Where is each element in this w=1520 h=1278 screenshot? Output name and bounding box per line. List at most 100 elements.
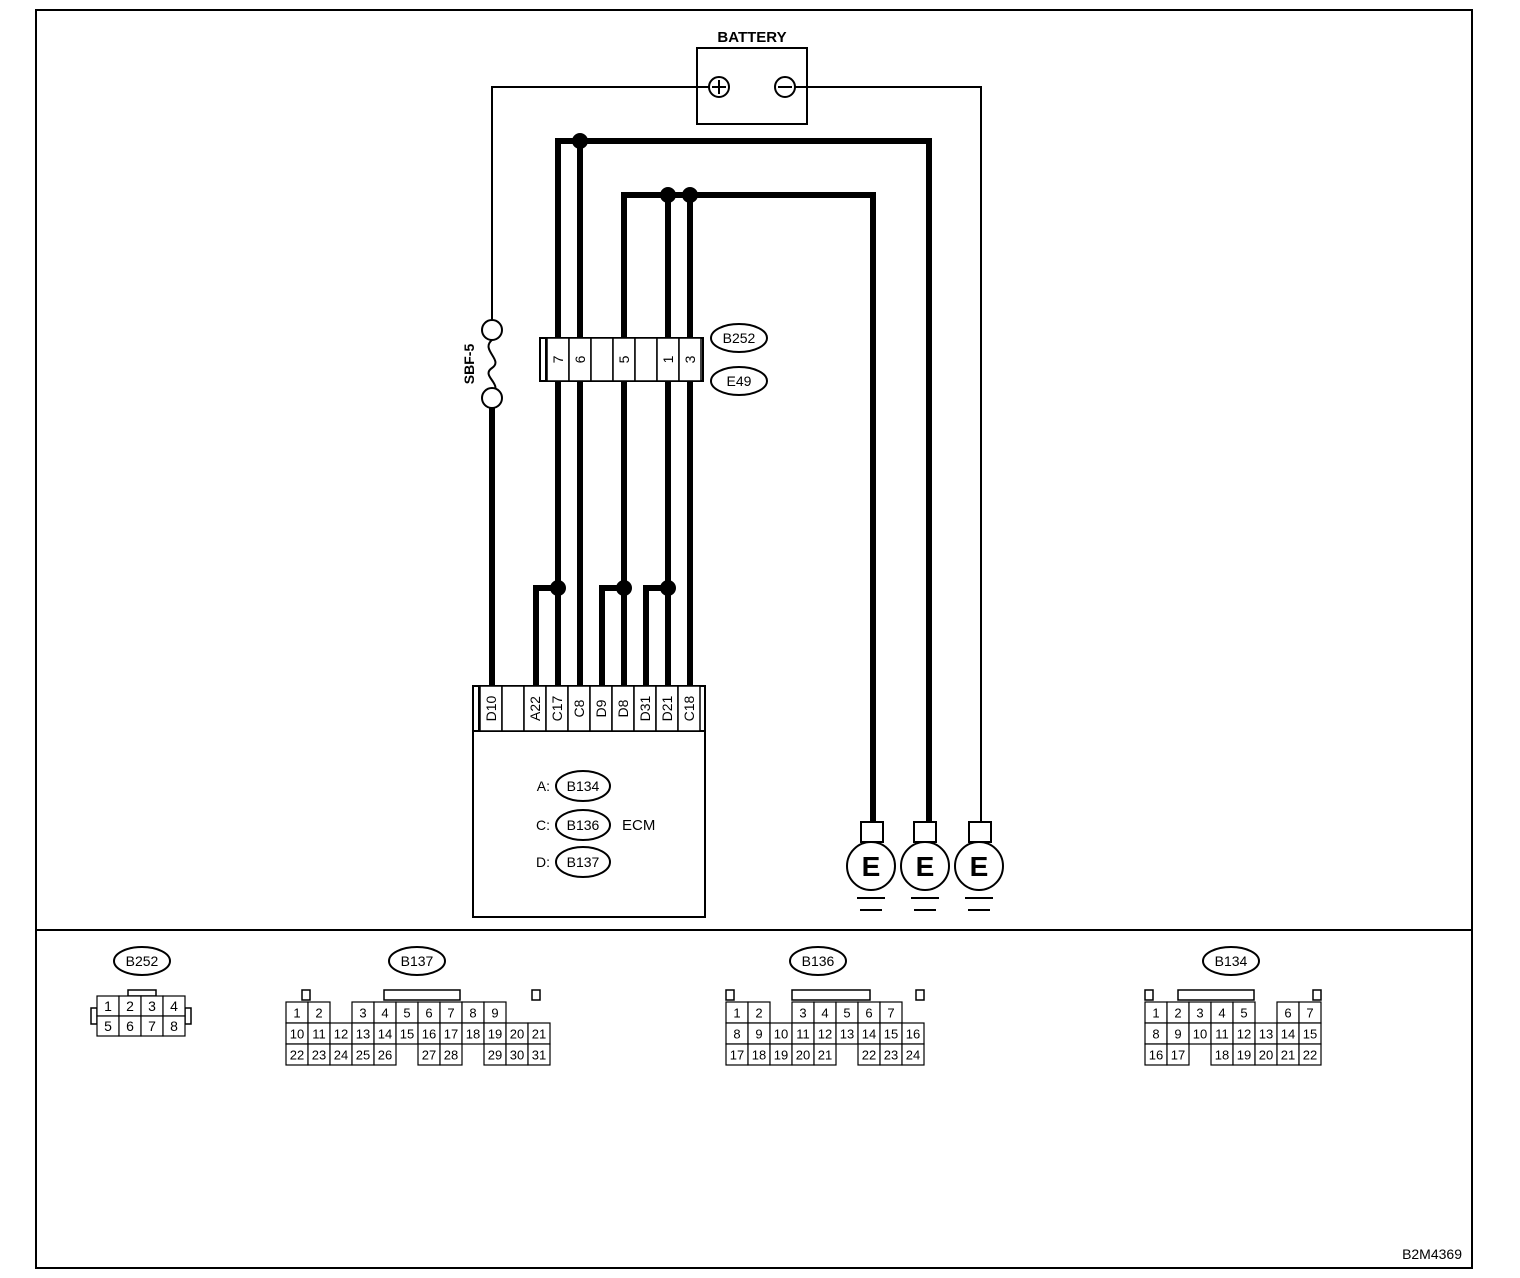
connector-id-e49: E49 [727, 373, 752, 389]
pin-number: 4 [381, 1006, 388, 1021]
pin-number: 18 [466, 1027, 480, 1042]
ground-label: E [970, 851, 989, 882]
pin-number: 21 [1281, 1048, 1295, 1063]
splice-point [660, 580, 676, 596]
pin-number: 17 [730, 1048, 744, 1063]
wire-pin5-to-ground [621, 192, 876, 822]
connector-id-badge [555, 846, 611, 878]
pin-number: 18 [752, 1048, 766, 1063]
pin-number: 6 [865, 1006, 872, 1021]
pin-number: 15 [1303, 1027, 1317, 1042]
pin-number: 11 [312, 1027, 326, 1042]
splice-point [550, 580, 566, 596]
fuse-icon [487, 339, 497, 395]
ground-2: E [900, 821, 950, 911]
pin-number: 8 [170, 1018, 178, 1034]
pin-number: 19 [774, 1048, 788, 1063]
pin-cell [527, 1043, 551, 1066]
ground-icon [954, 841, 1004, 891]
pin-number: 3 [148, 998, 156, 1014]
pin-number: 2 [126, 998, 134, 1014]
pin-number: 12 [1237, 1027, 1251, 1042]
ecm-connector-id-c: B136 [567, 817, 600, 833]
pin-cell [373, 1043, 397, 1066]
pin-number: 17 [444, 1027, 458, 1042]
wire-battery-negative-to-ground [795, 86, 982, 822]
ecm-connector-id-d: B137 [567, 854, 600, 870]
diagram-frame [35, 9, 1473, 1269]
pin-label: C18 [681, 695, 697, 721]
pin-label: D8 [615, 699, 631, 717]
pin-label: D9 [593, 699, 609, 717]
pin-number: 13 [1259, 1027, 1273, 1042]
thick-wires [489, 138, 932, 822]
pin-cell [677, 685, 701, 732]
pin-label: 5 [616, 355, 632, 363]
pin-number: 11 [1215, 1027, 1229, 1042]
pin-number: 6 [1284, 1006, 1291, 1021]
pin-cell [501, 685, 525, 732]
ecm-connector-prefix-d: D: [536, 854, 550, 870]
pin-number: 3 [799, 1006, 806, 1021]
pin-cell [634, 337, 658, 382]
pin-number: 8 [733, 1027, 740, 1042]
pin-number: 22 [1303, 1048, 1317, 1063]
pin-number: 31 [532, 1048, 546, 1063]
connector-id-badge [710, 323, 768, 353]
pin-number: 11 [796, 1027, 810, 1042]
pin-number: 26 [378, 1048, 392, 1063]
pin-number: 28 [444, 1048, 458, 1063]
fuse-sbf5: SBF-5 [461, 319, 503, 409]
wire-battery-positive-to-fuse [491, 86, 709, 320]
pin-number: 5 [104, 1018, 112, 1034]
battery-label: BATTERY [717, 29, 786, 46]
splice-point [616, 580, 632, 596]
fuse-terminal-bottom [481, 387, 503, 409]
pin-number: 4 [821, 1006, 828, 1021]
pin-number: 18 [1215, 1048, 1229, 1063]
pin-number: 12 [334, 1027, 348, 1042]
pin-number: 3 [359, 1006, 366, 1021]
pin-number: 22 [862, 1048, 876, 1063]
pin-number: 7 [887, 1006, 894, 1021]
pin-number: 20 [796, 1048, 810, 1063]
connector-id-b252: B252 [723, 330, 756, 346]
pin-number: 25 [356, 1048, 370, 1063]
pin-number: 19 [1237, 1048, 1251, 1063]
pin-cell [162, 1015, 186, 1037]
wire-d31-d21 [643, 585, 671, 686]
connector-id-badge [789, 946, 847, 976]
pin-number: 23 [884, 1048, 898, 1063]
pin-number: 13 [840, 1027, 854, 1042]
pin-number: 5 [1240, 1006, 1247, 1021]
pin-number: 1 [733, 1006, 740, 1021]
pin-number: 14 [1281, 1027, 1295, 1042]
pin-label: 1 [660, 355, 676, 363]
pin-number: 22 [290, 1048, 304, 1063]
thin-wires [491, 86, 982, 822]
connector-id-badge [710, 366, 768, 396]
pin-cell [1166, 1043, 1190, 1066]
pin-number: 14 [862, 1027, 876, 1042]
wire-d9-d8 [599, 585, 627, 686]
pin-number: 23 [312, 1048, 326, 1063]
fuse-terminal-top [481, 319, 503, 341]
pin-number: 7 [1306, 1006, 1313, 1021]
pin-cell [901, 1043, 925, 1066]
pin-number: 13 [356, 1027, 370, 1042]
connector-id-badge [1202, 946, 1260, 976]
pin-number: 17 [1171, 1048, 1185, 1063]
pin-number: 1 [1152, 1006, 1159, 1021]
pin-number: 6 [126, 1018, 134, 1034]
pin-number: 7 [447, 1006, 454, 1021]
